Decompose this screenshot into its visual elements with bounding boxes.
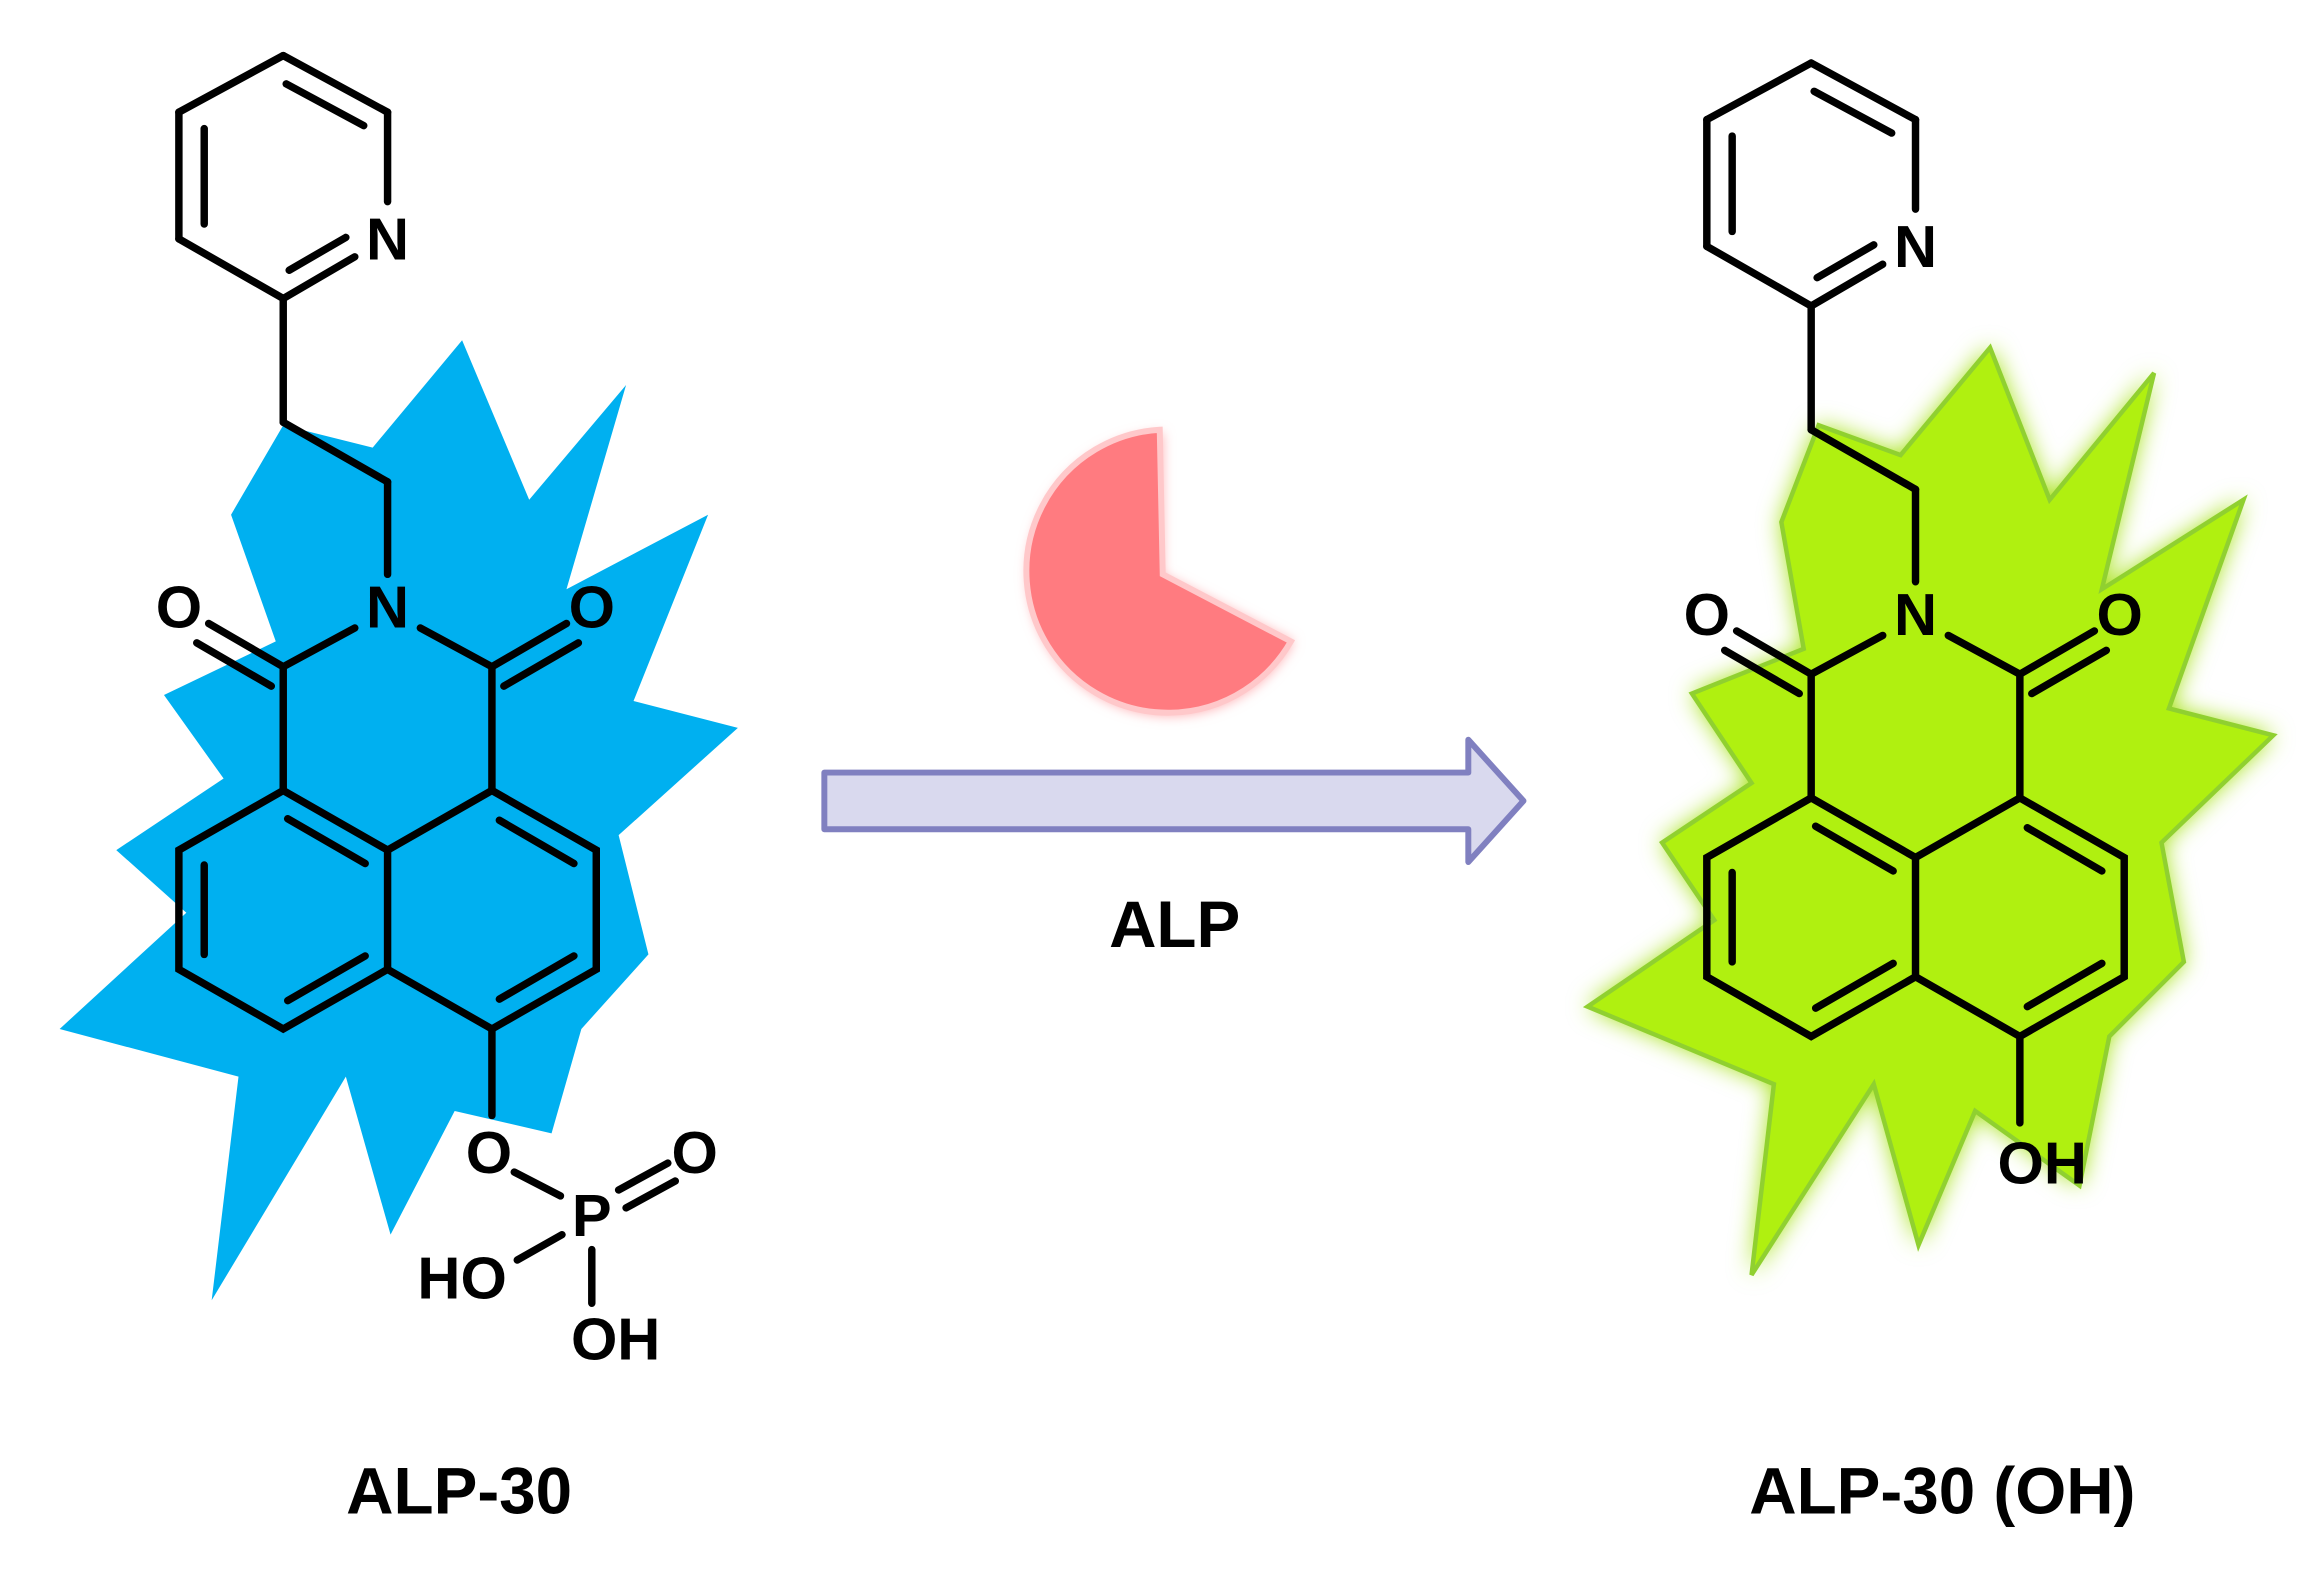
reactant-molecule: N N O O O P O HO OH xyxy=(156,56,718,1373)
reaction-arrow xyxy=(821,736,1527,865)
atom-label: N xyxy=(1894,581,1937,648)
atom-label: N xyxy=(366,574,409,641)
product-name: ALP-30 (OH) xyxy=(1749,1455,2135,1528)
blue-fluorescence-burst xyxy=(59,340,738,1301)
atom-label: O xyxy=(156,574,202,641)
enzyme-label: ALP xyxy=(1109,888,1240,961)
atom-label: N xyxy=(366,205,409,272)
atom-label: P xyxy=(572,1182,612,1249)
atom-label: OH xyxy=(571,1306,660,1373)
atom-label: O xyxy=(1684,581,1730,648)
atom-label: O xyxy=(569,574,615,641)
atom-label: O xyxy=(2097,581,2143,648)
green-fluorescence-burst xyxy=(1582,343,2278,1277)
atom-label: OH xyxy=(1998,1130,2087,1197)
atom-label: HO xyxy=(417,1244,506,1311)
reactant-name: ALP-30 xyxy=(346,1455,572,1528)
atom-label: O xyxy=(671,1119,717,1186)
product-molecule: N N O O OH xyxy=(1684,63,2143,1197)
atom-label: O xyxy=(466,1119,512,1186)
atom-label: N xyxy=(1894,213,1937,280)
pacman-enzyme-icon xyxy=(1023,426,1296,716)
